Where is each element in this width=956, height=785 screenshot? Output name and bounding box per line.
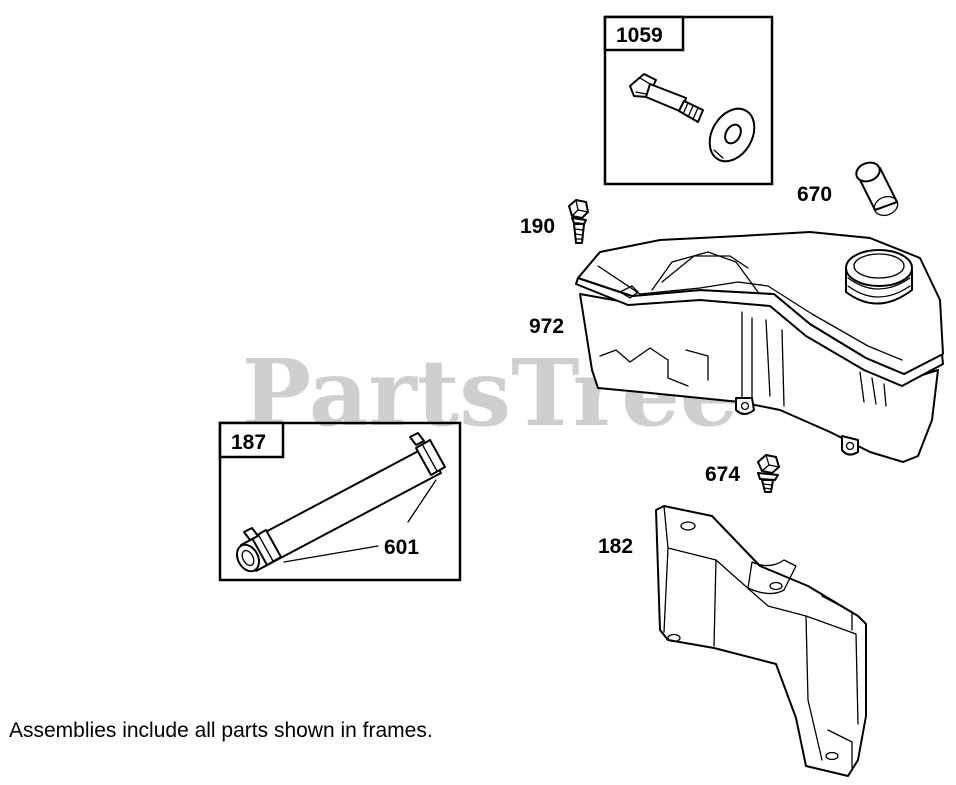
mounting-bracket-icon (655, 505, 867, 777)
callout-182: 182 (598, 535, 633, 558)
callout-972: 972 (529, 315, 564, 338)
callout-601: 601 (384, 536, 419, 559)
frame-187: 187 601 (218, 421, 462, 582)
callout-674: 674 (705, 463, 740, 486)
hose-clamp-icon (409, 432, 446, 476)
hex-bolt-icon (568, 199, 589, 244)
hose-clamp-icon (243, 527, 282, 566)
fuel-hose-icon (235, 446, 442, 573)
shoulder-screw-icon (629, 73, 704, 123)
washer-icon (708, 107, 756, 163)
frame-187-label: 187 (231, 431, 266, 454)
fuel-tank-icon (575, 231, 944, 463)
frame-1059: 1059 (603, 15, 774, 186)
callout-670: 670 (797, 183, 832, 206)
frame-1059-label: 1059 (616, 24, 663, 47)
assemblies-note: Assemblies include all parts shown in fr… (9, 719, 433, 742)
bushing-icon (855, 161, 899, 217)
callout-190: 190 (520, 215, 555, 238)
flange-bolt-icon (757, 454, 780, 493)
